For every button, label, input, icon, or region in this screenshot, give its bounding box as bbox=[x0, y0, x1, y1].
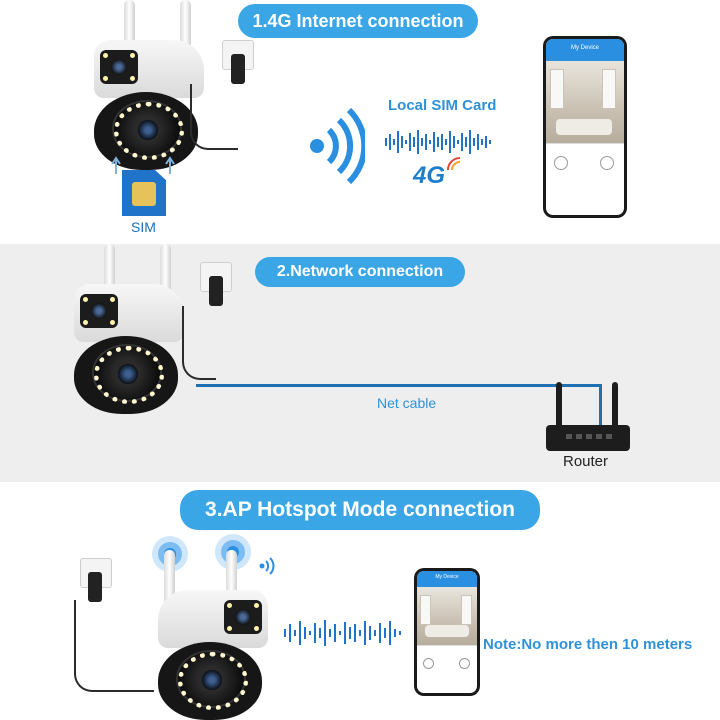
router-label: Router bbox=[563, 453, 609, 470]
camera-icon bbox=[150, 550, 280, 720]
power-plug-icon bbox=[231, 54, 245, 84]
sound-wave-icon bbox=[385, 130, 491, 154]
phone-header-title: My Device bbox=[417, 571, 477, 587]
wifi-signal-icon bbox=[259, 557, 275, 575]
net-cable-line-drop bbox=[599, 384, 602, 428]
phone-header-title: My Device bbox=[546, 39, 624, 61]
power-cable bbox=[74, 600, 154, 692]
net-cable-label: Net cable bbox=[377, 395, 437, 411]
phone-icon: My Device bbox=[414, 568, 480, 696]
camera-icon bbox=[86, 0, 216, 170]
router-icon bbox=[546, 425, 630, 451]
signal-arc-icon bbox=[447, 157, 461, 171]
section-ap-hotspot: 3.AP Hotspot Mode connection bbox=[0, 482, 720, 720]
4g-label: 4G bbox=[413, 162, 446, 189]
power-cable bbox=[182, 306, 216, 380]
local-sim-card-label: Local SIM Card bbox=[388, 97, 497, 114]
router-antenna bbox=[612, 382, 618, 428]
power-cable bbox=[190, 84, 238, 150]
sim-insert-arrows-icon bbox=[111, 156, 175, 174]
section-network-connection: 2.Network connection Net cable Router bbox=[0, 244, 720, 482]
sim-card-icon bbox=[122, 170, 166, 216]
phone-icon: My Device bbox=[543, 36, 627, 218]
net-cable-line bbox=[196, 384, 602, 387]
router-antenna bbox=[556, 382, 562, 428]
power-plug-icon bbox=[88, 572, 102, 602]
distance-note: Note:No more then 10 meters bbox=[483, 636, 693, 653]
sound-wave-icon bbox=[284, 620, 401, 646]
section-title-4g: 1.4G Internet connection bbox=[238, 4, 478, 38]
camera-icon bbox=[66, 244, 196, 414]
sim-label: SIM bbox=[131, 219, 156, 235]
section-title-network: 2.Network connection bbox=[255, 257, 465, 287]
wifi-signal-icon bbox=[310, 107, 365, 185]
power-plug-icon bbox=[209, 276, 223, 306]
section-title-hotspot: 3.AP Hotspot Mode connection bbox=[180, 490, 540, 530]
section-4g-connection: 1.4G Internet connection SIM Local SIM C… bbox=[0, 0, 720, 244]
